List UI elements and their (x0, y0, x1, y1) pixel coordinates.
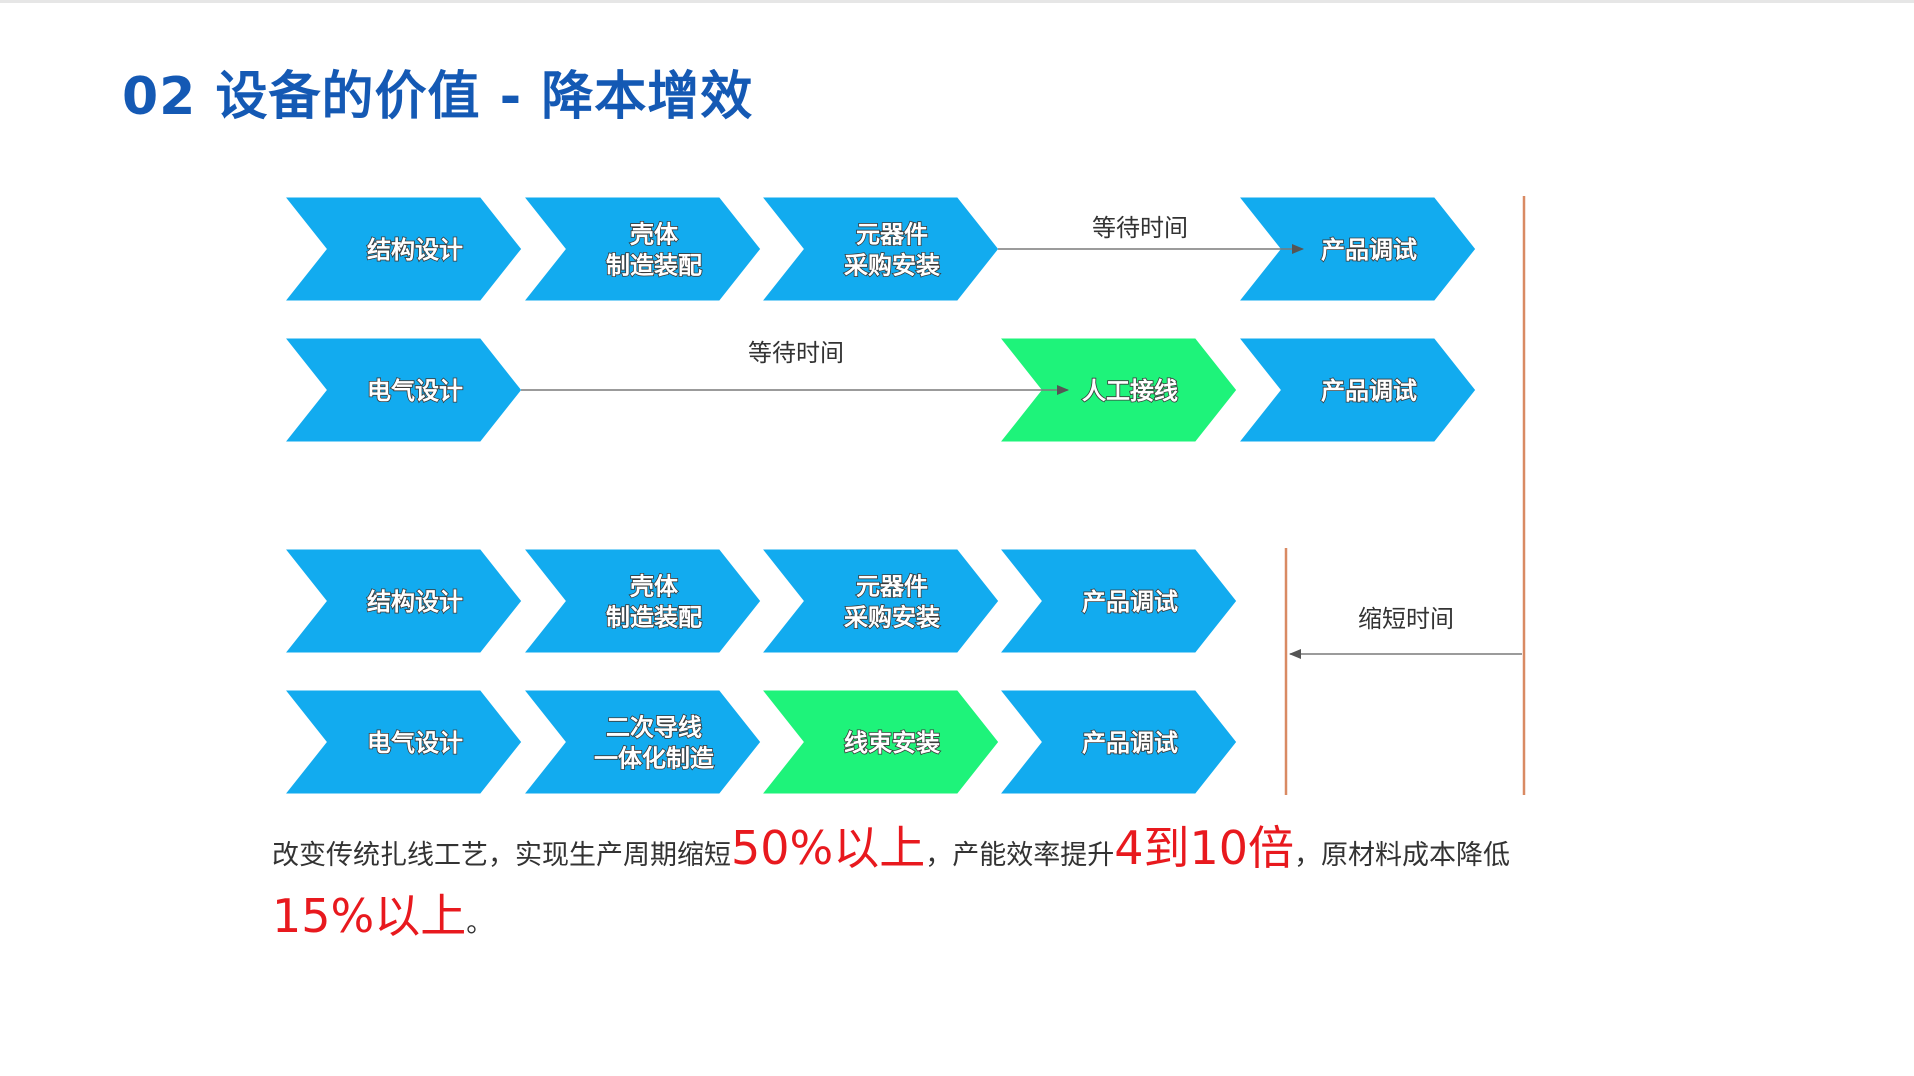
summary-part2: ，产能效率提升 (925, 840, 1115, 871)
chevron-label: 采购安装 (844, 252, 940, 280)
chevron-label: 产品调试 (1082, 588, 1178, 616)
top-divider (0, 0, 1914, 3)
chevron-label: 结构设计 (367, 236, 463, 264)
chevron-label: 元器件 (856, 573, 928, 601)
chevron-shape (279, 687, 525, 797)
chevron-label: 人工接线 (1082, 377, 1178, 405)
chevron-label: 电气设计 (367, 377, 463, 405)
chevron-step: 结构设计 (279, 546, 525, 656)
chevron-shape (518, 687, 764, 797)
chevron-label: 采购安装 (844, 604, 940, 632)
summary-text: 改变传统扎线工艺，实现生产周期缩短50%以上，产能效率提升4到10倍，原材料成本… (272, 818, 1592, 954)
page-title: 02 设备的价值 - 降本增效 (122, 67, 754, 127)
chevron-label: 制造装配 (606, 604, 702, 632)
chevron-step: 电气设计 (279, 335, 525, 445)
chevron-label: 元器件 (856, 221, 928, 249)
chevron-shape (518, 194, 764, 304)
chevron-label: 制造装配 (606, 252, 702, 280)
summary-part3: ，原材料成本降低 (1294, 840, 1511, 871)
highlight-efficiency-gain: 4到10倍 (1114, 821, 1295, 875)
chevron-shape (994, 546, 1240, 656)
chevron-shape (279, 335, 525, 445)
wait-label: 等待时间 (748, 339, 844, 367)
chevron-label: 产品调试 (1321, 377, 1417, 405)
chevron-step: 产品调试 (994, 687, 1240, 797)
summary-part4: 。 (466, 908, 494, 939)
highlight-cost-reduction: 15%以上 (272, 889, 467, 943)
chevron-shape (1233, 335, 1479, 445)
chevron-label: 二次导线 (606, 714, 702, 742)
chevron-step: 产品调试 (1233, 335, 1479, 445)
chevron-label: 壳体 (629, 221, 679, 249)
chevron-shape (756, 687, 1002, 797)
shorten-label: 缩短时间 (1358, 605, 1454, 633)
chevron-shape (518, 546, 764, 656)
chevron-shape (994, 687, 1240, 797)
chevron-label: 电气设计 (367, 729, 463, 757)
chevron-shape (279, 194, 525, 304)
chevron-step: 结构设计 (279, 194, 525, 304)
chevron-step: 线束安装 (756, 687, 1002, 797)
wait-label: 等待时间 (1092, 214, 1188, 242)
chevron-shape (756, 194, 1002, 304)
chevron-shape (756, 546, 1002, 656)
chevron-shape (279, 546, 525, 656)
chevron-label: 线束安装 (844, 729, 940, 757)
highlight-cycle-reduction: 50%以上 (731, 821, 926, 875)
summary-part1: 改变传统扎线工艺，实现生产周期缩短 (272, 840, 731, 871)
chevron-step: 电气设计 (279, 687, 525, 797)
chevron-step: 产品调试 (994, 546, 1240, 656)
chevron-label: 结构设计 (367, 588, 463, 616)
chevron-label: 壳体 (629, 573, 679, 601)
chevron-step: 产品调试 (1233, 194, 1479, 304)
chevron-label: 产品调试 (1082, 729, 1178, 757)
chevron-label: 一体化制造 (594, 745, 714, 773)
chevron-label: 产品调试 (1321, 236, 1417, 264)
